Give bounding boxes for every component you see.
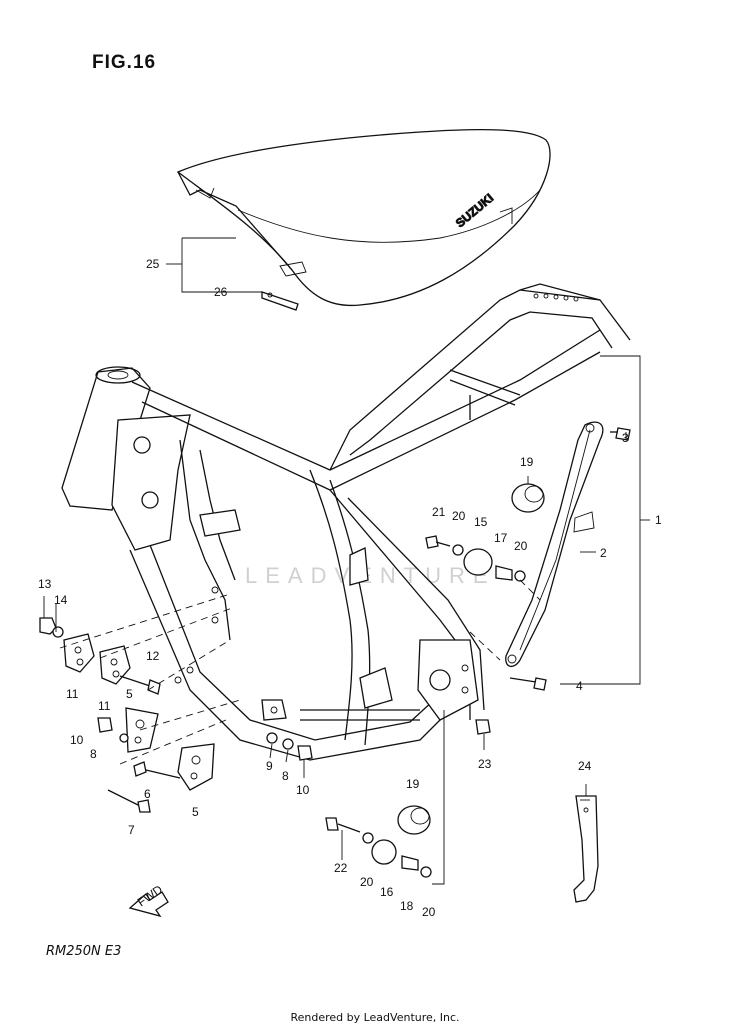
callout-labels: 25 26 1 2 3 4 13 14 11 11 12 5 10 8 6 7 … (38, 257, 662, 919)
callout-5a: 5 (126, 687, 133, 701)
nut-23[interactable] (475, 719, 491, 735)
callout-20c: 20 (360, 875, 374, 889)
callout-10a: 10 (70, 733, 84, 747)
callout-25: 25 (146, 257, 160, 271)
washer-20c[interactable] (362, 832, 374, 844)
callout-14: 14 (54, 593, 68, 607)
damper-19-lower[interactable] (397, 805, 431, 835)
washer-20a[interactable] (452, 544, 464, 556)
figure-title: FIG.16 (92, 52, 157, 73)
callout-12: 12 (146, 649, 160, 663)
bolt-3[interactable] (610, 427, 631, 441)
callout-7: 7 (128, 823, 135, 837)
callout-11b: 11 (98, 699, 111, 713)
callout-19b: 19 (406, 777, 420, 791)
callout-21: 21 (432, 505, 446, 519)
bolt-4[interactable] (509, 677, 547, 691)
spacer-18[interactable] (401, 855, 419, 871)
strap-24[interactable] (573, 795, 599, 903)
callout-2: 2 (600, 546, 607, 560)
washer-9[interactable] (266, 732, 278, 744)
seat-assembly[interactable]: SUZUKI (176, 128, 551, 307)
rear-subframe-part-2[interactable] (505, 421, 604, 667)
callout-16: 16 (380, 885, 394, 899)
damper-19-upper[interactable] (511, 483, 545, 513)
bolt-22[interactable] (325, 817, 361, 833)
frame-body[interactable] (61, 283, 631, 761)
callout-20b: 20 (514, 539, 528, 553)
callout-6: 6 (144, 787, 151, 801)
callout-5b: 5 (192, 805, 199, 819)
callout-15: 15 (474, 515, 488, 529)
callout-22: 22 (334, 861, 348, 875)
callout-3: 3 (622, 431, 629, 445)
engine-mount-plate-5b[interactable] (177, 743, 215, 791)
engine-mount-plate-11a[interactable] (63, 633, 95, 673)
nut-10-right[interactable] (297, 745, 313, 761)
callout-13: 13 (38, 577, 52, 591)
callout-8a: 8 (90, 747, 97, 761)
callout-23: 23 (478, 757, 492, 771)
bolt-21[interactable] (425, 535, 451, 549)
washer-8-right[interactable] (282, 738, 294, 750)
callout-11a: 11 (66, 687, 79, 701)
leader-lines (43, 237, 650, 885)
callout-4: 4 (576, 679, 583, 693)
callout-24: 24 (578, 759, 592, 773)
fwd-arrow-icon: FWD (128, 882, 169, 918)
callout-18: 18 (400, 899, 414, 913)
callout-9: 9 (266, 759, 273, 773)
engine-mount-plate-11b[interactable] (99, 645, 131, 685)
engine-mount-plate-5a[interactable] (125, 707, 159, 753)
callout-10b: 10 (296, 783, 310, 797)
collar-16[interactable] (371, 839, 397, 865)
model-code: RM250N E3 (46, 944, 122, 959)
bolt-12[interactable] (119, 675, 161, 695)
washer-20d[interactable] (420, 866, 432, 878)
washer-14[interactable] (52, 626, 64, 638)
footer-credit: Rendered by LeadVenture, Inc. (290, 1011, 460, 1024)
washer-20b[interactable] (514, 570, 526, 582)
nut-10-left[interactable] (97, 717, 113, 733)
collar-15[interactable] (463, 548, 493, 576)
callout-1: 1 (655, 513, 662, 527)
seat-bracket[interactable] (261, 291, 299, 311)
washer-8-left[interactable] (119, 733, 129, 743)
callout-26: 26 (214, 285, 228, 299)
spacer-17[interactable] (495, 565, 513, 581)
bolt-6[interactable] (133, 761, 181, 779)
callout-19a: 19 (520, 455, 534, 469)
bolt-7[interactable] (107, 789, 151, 813)
callout-20d: 20 (422, 905, 436, 919)
callout-8b: 8 (282, 769, 289, 783)
callout-17: 17 (494, 531, 508, 545)
callout-20a: 20 (452, 509, 466, 523)
